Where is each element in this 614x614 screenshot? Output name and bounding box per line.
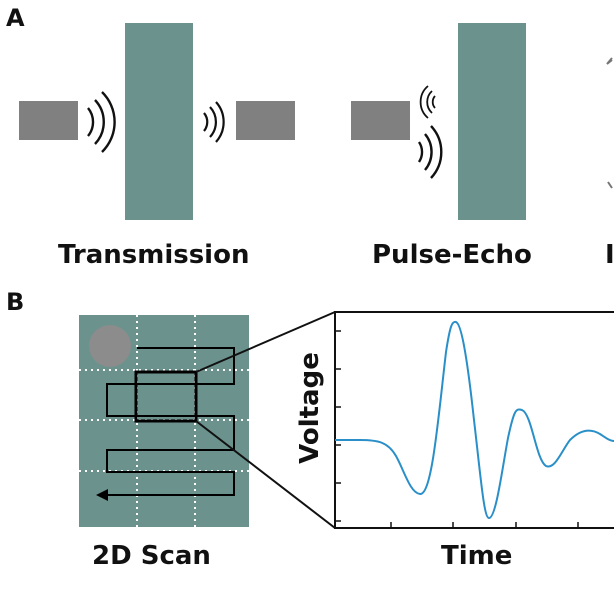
y-axis-label: Voltage bbox=[295, 352, 325, 464]
echo-wave-icon bbox=[419, 85, 436, 119]
caption-partial: I bbox=[605, 240, 614, 270]
caption-2d-scan: 2D Scan bbox=[92, 541, 211, 571]
transmitted-wave-icon bbox=[87, 91, 116, 153]
scan-path bbox=[100, 347, 235, 496]
zoom-line-bottom bbox=[195, 420, 336, 529]
received-wave-icon bbox=[203, 101, 225, 143]
voltage-waveform bbox=[335, 320, 614, 520]
transmission-specimen bbox=[125, 23, 193, 220]
partial-wave-icon-top bbox=[606, 57, 613, 65]
scan-selection-box bbox=[134, 370, 198, 423]
caption-pulse-echo: Pulse-Echo bbox=[372, 240, 532, 270]
pulse-echo-specimen bbox=[458, 23, 526, 220]
transmitter-transducer bbox=[19, 101, 78, 140]
defect-circle bbox=[89, 325, 131, 367]
y-ticks bbox=[335, 330, 341, 522]
pulse-wave-icon bbox=[417, 125, 443, 179]
receiver-transducer bbox=[236, 101, 295, 140]
panel-a-letter: A bbox=[6, 4, 25, 32]
pulse-echo-transducer bbox=[351, 101, 410, 140]
panel-b-letter: B bbox=[6, 288, 25, 316]
x-axis-label: Time bbox=[441, 541, 513, 571]
x-ticks bbox=[390, 522, 579, 528]
scan-direction-arrow-icon bbox=[96, 489, 108, 501]
zoom-line-top bbox=[195, 311, 336, 373]
partial-wave-icon-bottom bbox=[607, 181, 613, 189]
caption-transmission: Transmission bbox=[58, 240, 250, 270]
